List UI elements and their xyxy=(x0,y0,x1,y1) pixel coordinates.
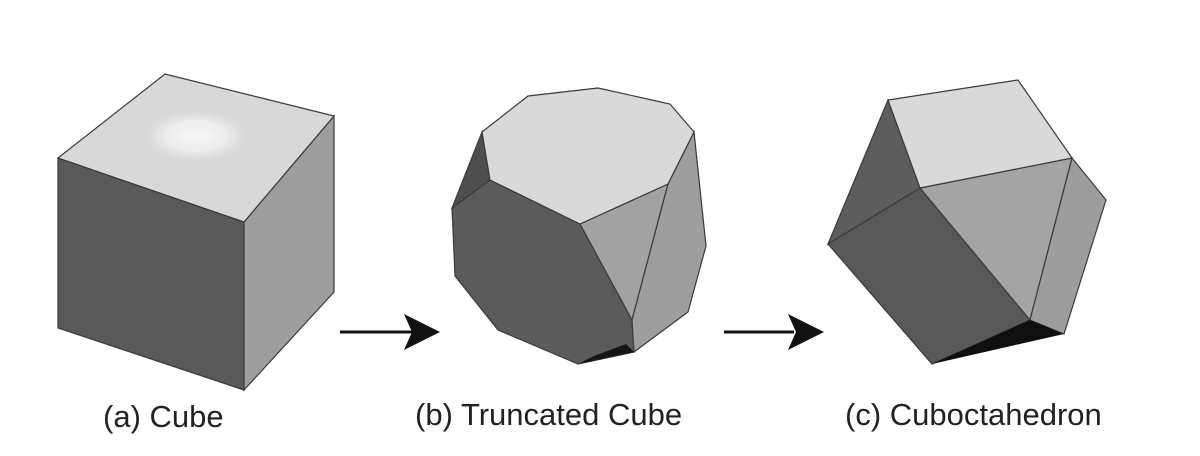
cube-figure xyxy=(56,73,336,392)
cuboctahedron-caption: (c) Cuboctahedron xyxy=(845,397,1102,432)
arrow-2 xyxy=(724,314,824,350)
cuboctahedron-figure xyxy=(826,79,1107,365)
truncated-cube-caption: (b) Truncated Cube xyxy=(415,397,683,432)
cube-caption: (a) Cube xyxy=(103,399,224,434)
arrow-1 xyxy=(340,314,440,350)
truncated-cube-top-face xyxy=(481,87,695,225)
cube-top-highlight xyxy=(138,108,254,164)
cuboctahedron-bottom-shadow xyxy=(932,320,1064,364)
truncated-cube-bottom-shadow xyxy=(578,344,634,364)
cuboctahedron-top-square xyxy=(887,79,1074,189)
truncated-cube-figure xyxy=(450,87,707,365)
